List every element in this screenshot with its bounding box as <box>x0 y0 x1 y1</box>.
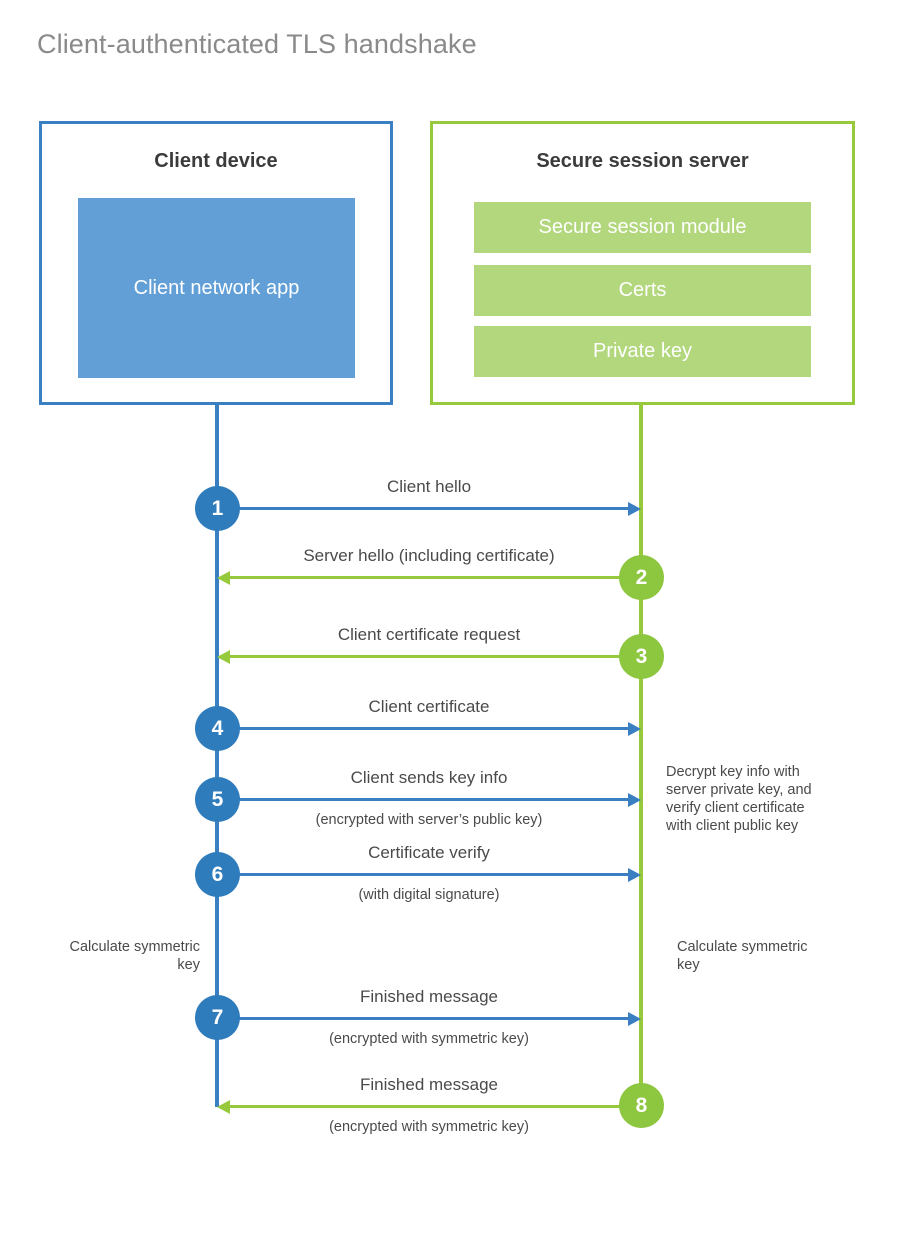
server-block-secure-session-module: Secure session module <box>474 202 811 253</box>
client-device-box: Client device Client network app <box>39 121 393 405</box>
arrow-head-right-6 <box>628 868 641 882</box>
page-title: Client-authenticated TLS handshake <box>37 29 477 59</box>
message-sublabel-5: (encrypted with server’s public key) <box>315 812 543 828</box>
client-network-app-block: Client network app <box>78 198 355 378</box>
server-calculate-symmetric-key-note: Calculate symmetric key <box>677 939 808 973</box>
message-line-2 <box>230 576 641 579</box>
server-block-private-key: Private key <box>474 326 811 377</box>
arrow-head-right-4 <box>628 722 641 736</box>
message-sublabel-7: (encrypted with symmetric key) <box>329 1031 529 1047</box>
step-circle-4[interactable]: 4 <box>195 706 240 751</box>
message-line-7 <box>217 1017 628 1020</box>
step-circle-2[interactable]: 2 <box>619 555 664 600</box>
message-label-7: Finished message <box>360 987 498 1006</box>
step-circle-1[interactable]: 1 <box>195 486 240 531</box>
step-circle-8[interactable]: 8 <box>619 1083 664 1128</box>
client-device-title: Client device <box>154 150 278 172</box>
message-line-6 <box>217 873 628 876</box>
step-circle-6[interactable]: 6 <box>195 852 240 897</box>
message-label-6: Certificate verify <box>368 843 490 862</box>
step-circle-3[interactable]: 3 <box>619 634 664 679</box>
message-line-8 <box>230 1105 641 1108</box>
message-line-5 <box>217 798 628 801</box>
message-line-3 <box>230 655 641 658</box>
arrow-head-right-7 <box>628 1012 641 1026</box>
message-sublabel-8: (encrypted with symmetric key) <box>329 1119 529 1135</box>
message-line-1 <box>217 507 628 510</box>
message-line-4 <box>217 727 628 730</box>
server-lifeline <box>639 405 643 1107</box>
message-label-3: Client certificate request <box>337 625 521 644</box>
client-lifeline <box>215 405 219 1107</box>
message-label-8: Finished message <box>360 1075 498 1094</box>
secure-session-server-title: Secure session server <box>536 150 749 172</box>
arrow-head-left-8 <box>217 1100 230 1114</box>
message-label-4: Client certificate <box>368 697 490 716</box>
message-label-1: Client hello <box>386 477 472 496</box>
arrow-head-left-2 <box>217 571 230 585</box>
client-calculate-symmetric-key-note: Calculate symmetric key <box>69 939 200 973</box>
step-circle-5[interactable]: 5 <box>195 777 240 822</box>
arrow-head-right-1 <box>628 502 641 516</box>
server-block-certs: Certs <box>474 265 811 316</box>
message-label-5: Client sends key info <box>350 768 508 787</box>
message-sublabel-6: (with digital signature) <box>358 887 500 903</box>
arrow-head-right-5 <box>628 793 641 807</box>
arrow-head-left-3 <box>217 650 230 664</box>
secure-session-server-box: Secure session server Secure session mod… <box>430 121 855 405</box>
message-label-2: Server hello (including certificate) <box>303 546 555 565</box>
step-circle-7[interactable]: 7 <box>195 995 240 1040</box>
server-decrypt-note: Decrypt key info with server private key… <box>666 764 812 834</box>
